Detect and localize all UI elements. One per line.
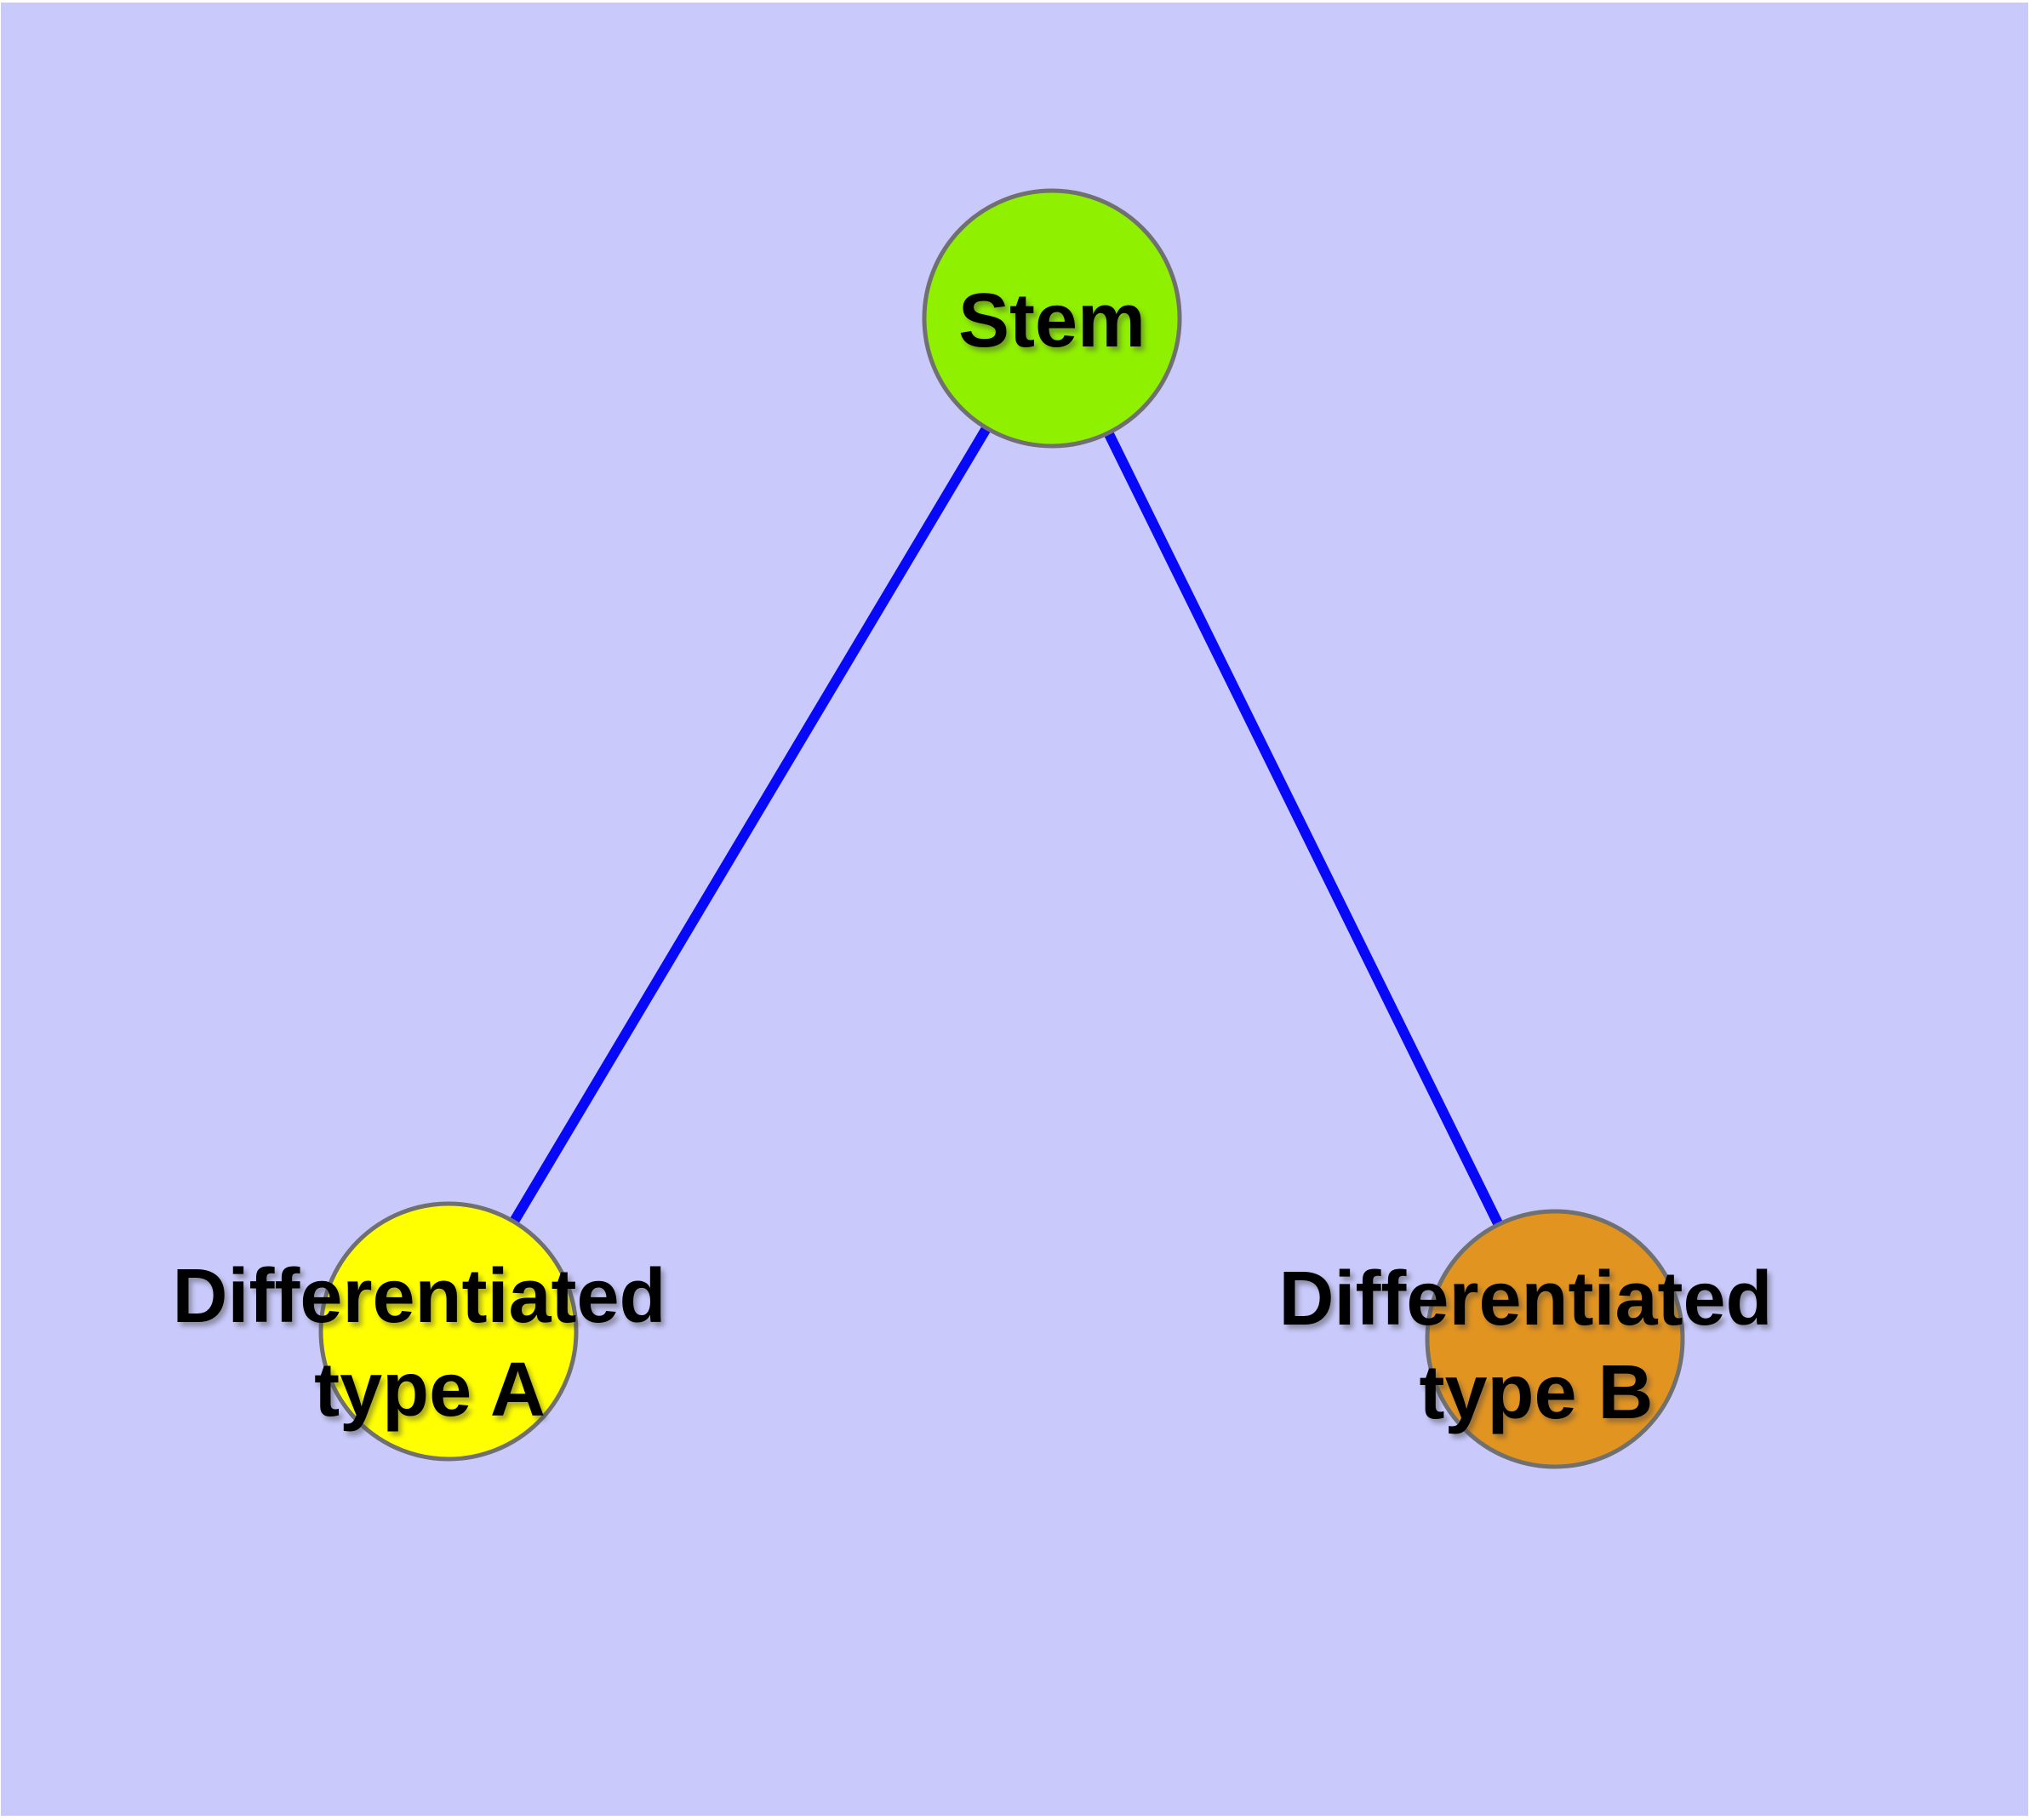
edge-stem-to-type-a: [443, 315, 1057, 1335]
node-differentiated-type-a-label: Differentiated type A: [172, 1254, 687, 1433]
node-stem[interactable]: [922, 188, 1182, 449]
label-line: Differentiated: [172, 1254, 666, 1339]
label-line: type B: [1419, 1350, 1653, 1435]
node-differentiated-type-b[interactable]: [1425, 1209, 1685, 1469]
node-stem-label: Stem: [958, 278, 1146, 363]
node-differentiated-type-b-label: Differentiated type B: [1278, 1256, 1793, 1435]
label-line: Differentiated: [1278, 1256, 1772, 1342]
label-line: type A: [314, 1348, 546, 1433]
node-differentiated-type-a[interactable]: [318, 1201, 579, 1462]
edge-stem-to-type-b: [1047, 316, 1560, 1342]
